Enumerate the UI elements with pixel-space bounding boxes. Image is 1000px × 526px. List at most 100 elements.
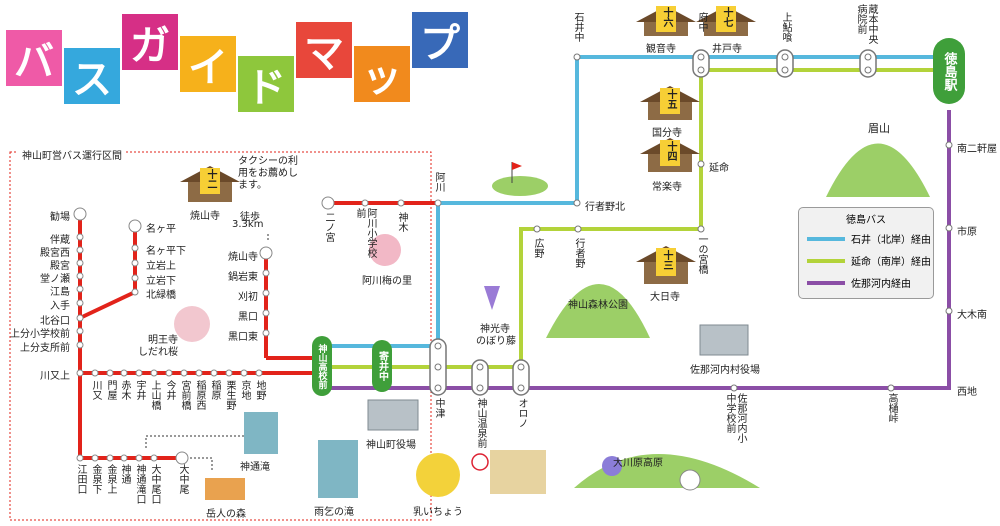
stop-nishiji: 西地 bbox=[957, 387, 977, 398]
landmark-kamiyama-forest: 神山森林公園 bbox=[568, 300, 628, 311]
title-tile-4: イ bbox=[180, 36, 236, 92]
stop-orono: オロノ bbox=[516, 398, 527, 428]
stop-ookiminami: 大木南 bbox=[957, 310, 987, 321]
stop-akawa-junction: 阿川 bbox=[433, 172, 444, 192]
temple-jorakuji: 常楽寺 bbox=[652, 182, 682, 193]
title-tile-5: ド bbox=[238, 56, 294, 112]
yoriichu-label[interactable]: 寄井中 bbox=[376, 351, 388, 381]
golf-green bbox=[492, 176, 548, 196]
hot-spring-mark-icon bbox=[471, 453, 489, 471]
temple-13-number: 十三 bbox=[661, 250, 672, 270]
landmark-ginkgo: 乳いちょう bbox=[413, 507, 463, 518]
landmark-shidare-sakura: しだれ桜 bbox=[138, 347, 178, 358]
stop-ichinomiyabashi: 一の宮橋 bbox=[696, 234, 707, 274]
kamiyama-high-school-label[interactable]: 神山高校前 bbox=[316, 343, 327, 389]
landmark-okawara: 大川原高原 bbox=[613, 458, 663, 469]
stop-hirono: 広野 bbox=[532, 238, 543, 258]
stop-gyojanokita: 行者野北 bbox=[585, 202, 625, 213]
tokushima-station-marker[interactable] bbox=[933, 38, 965, 104]
arrow-to-gakujin bbox=[190, 457, 213, 472]
stop-kamiyama-onsen: 神山温泉前 bbox=[475, 398, 486, 448]
stop-kuramoto: 蔵本中央病院前 bbox=[855, 4, 877, 44]
main-line-stops bbox=[533, 53, 953, 392]
temple-kokubunji: 国分寺 bbox=[652, 128, 682, 139]
junction-stops bbox=[429, 49, 877, 396]
yoriichu-marker[interactable] bbox=[372, 340, 392, 392]
stop-ishii-chu: 石井中 bbox=[572, 12, 583, 42]
legend-row-south: 延命（南岸）経由 bbox=[807, 253, 931, 268]
landmark-gakujin-forest: 岳人の森 bbox=[206, 509, 246, 520]
title-tile-2: ス bbox=[64, 48, 120, 104]
stop-kamiki: 神木 bbox=[396, 212, 407, 232]
title-tile-6: マ bbox=[296, 22, 352, 78]
amagoi-falls-icon bbox=[318, 440, 358, 498]
stop-sanagochi-school: 佐那河内小中学校前 bbox=[724, 393, 746, 443]
title-tile-3: ガ bbox=[122, 14, 178, 70]
temple-kannonji: 観音寺 bbox=[646, 44, 676, 55]
stop-minaminikenya: 南二軒屋 bbox=[957, 144, 997, 155]
legend-title: 徳島バス bbox=[846, 215, 886, 226]
landmark-amagoi-falls: 雨乞の滝 bbox=[314, 507, 354, 518]
tokushima-station-label[interactable]: 徳島駅 bbox=[941, 51, 957, 91]
weeping-cherry-icon bbox=[174, 306, 210, 342]
golf-flag-icon bbox=[512, 162, 522, 170]
wind-turbine-icon bbox=[679, 469, 701, 491]
wisteria-icon bbox=[484, 286, 500, 310]
legend-row-north: 石井（北岸）経由 bbox=[807, 231, 931, 246]
landmark-noborifuji: のぼり藤 bbox=[476, 336, 516, 347]
title-tile-1: バ bbox=[6, 30, 62, 86]
gakujin-forest-icon bbox=[205, 478, 245, 500]
office-icons bbox=[367, 324, 749, 431]
stop-fuchu: 府中 bbox=[696, 12, 707, 32]
landmark-jinzu-falls: 神通滝 bbox=[240, 462, 270, 473]
walk-note: 徒歩 bbox=[240, 212, 260, 223]
route-sanagochi bbox=[322, 110, 951, 390]
stop-akawa-school: 阿川小学校前 bbox=[354, 208, 376, 258]
arrow-to-jinzu bbox=[145, 435, 244, 448]
landmark-shinkoji: 神光寺 bbox=[480, 324, 510, 335]
kamiyama-bus-area-border bbox=[9, 151, 432, 521]
onsen-icon bbox=[490, 450, 546, 494]
stop-ninomiya: 二ノ宮 bbox=[323, 212, 334, 242]
walk-distance: 3.3km bbox=[232, 219, 264, 230]
stop-ichihara: 市原 bbox=[957, 227, 977, 238]
stop-takahitouge: 高樋峠 bbox=[886, 393, 897, 423]
temple-15-number: 十五 bbox=[665, 89, 676, 109]
hydrangea-icon bbox=[602, 456, 622, 476]
route-kamiyama-main bbox=[78, 214, 322, 375]
temple-dainichiji: 大日寺 bbox=[650, 292, 680, 303]
temple-idoji: 井戸寺 bbox=[712, 44, 742, 55]
temple-14-number: 十四 bbox=[665, 141, 676, 161]
temple-16-number: 十六 bbox=[661, 7, 672, 27]
stop-gyojano: 行者野 bbox=[573, 238, 584, 268]
ume-blossom-icon bbox=[369, 234, 401, 266]
title-tile-7: ッ bbox=[354, 46, 410, 102]
temple-17-number: 十七 bbox=[721, 7, 732, 27]
forest-park-hill bbox=[546, 284, 650, 338]
kamiyama-stops bbox=[73, 196, 442, 465]
landmark-myoouji: 明王寺 bbox=[148, 335, 178, 346]
legend-row-sanagochi: 佐那河内経由 bbox=[807, 275, 911, 290]
route-nagadaira bbox=[79, 226, 137, 320]
title-tile-8: プ bbox=[412, 12, 468, 68]
landmark-kamiyama-office: 神山町役場 bbox=[366, 440, 416, 451]
okawara-hill bbox=[574, 454, 760, 488]
temple-12-number: 十二 bbox=[205, 169, 216, 189]
jinzu-falls-icon bbox=[244, 412, 278, 454]
stop-enmei: 延命 bbox=[709, 163, 729, 174]
legend: 徳島バス 石井（北岸）経由 延命（南岸）経由 佐那河内経由 bbox=[798, 207, 934, 299]
route-north bbox=[322, 55, 949, 348]
temple-shosanji: 焼山寺 bbox=[190, 211, 220, 222]
landmark-bizan: 眉山 bbox=[868, 122, 890, 135]
kamiyama-bus-area-title: 神山町営バス運行区間 bbox=[18, 147, 126, 162]
stop-kamiakui: 上鮎喰 bbox=[780, 12, 791, 42]
stop-nakatsu: 中津 bbox=[433, 398, 444, 418]
landmark-akawa-ume: 阿川梅の里 bbox=[362, 276, 412, 287]
ginkgo-icon bbox=[416, 453, 460, 497]
kamiyama-high-school-marker[interactable] bbox=[312, 336, 332, 396]
temple-number-badges bbox=[200, 6, 736, 276]
landmark-sanagochi-office: 佐那河内村役場 bbox=[690, 365, 760, 376]
bizan-hill bbox=[826, 143, 930, 197]
taxi-note: タクシーの利用をお薦めします。 bbox=[238, 156, 298, 191]
